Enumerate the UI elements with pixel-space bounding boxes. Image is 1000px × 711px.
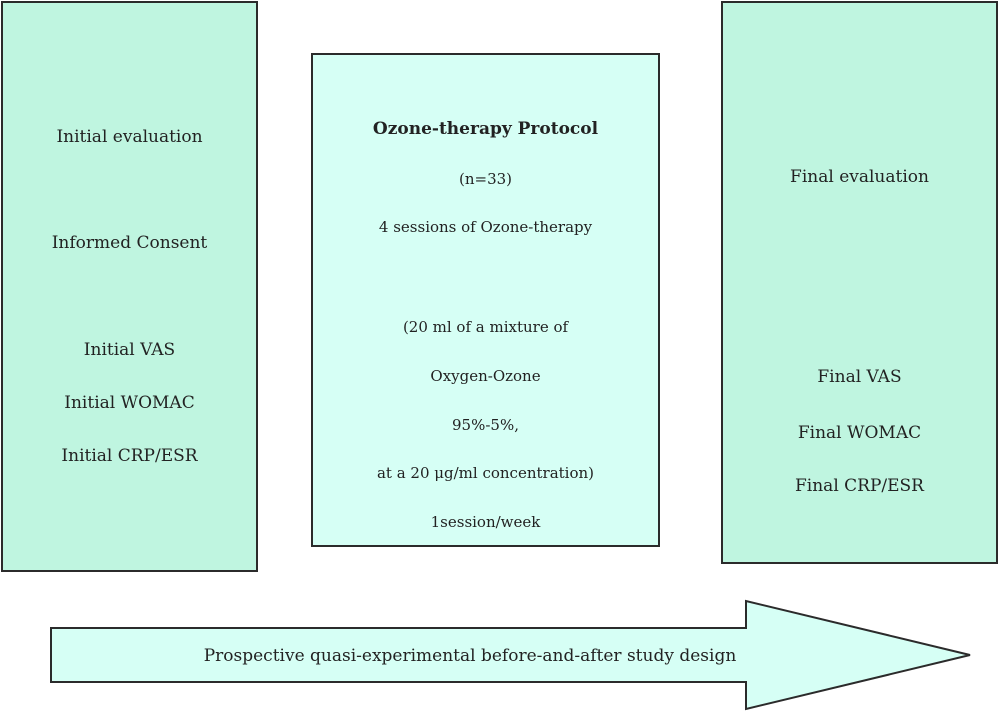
initial-evaluation-box: Initial evaluation Informed Consent Init… — [1, 1, 258, 572]
sessions-label: 4 sessions of Ozone-therapy — [378, 218, 593, 236]
final-womac-label: Final WOMAC — [797, 423, 922, 443]
arrow-shape — [50, 599, 971, 711]
initial-evaluation-label: Initial evaluation — [56, 127, 203, 147]
study-design-label: Prospective quasi-experimental before-an… — [203, 646, 737, 666]
final-evaluation-label: Final evaluation — [790, 167, 929, 187]
initial-vas-label: Initial VAS — [83, 340, 176, 360]
ozone-therapy-protocol-box: Ozone-therapy Protocol (n=33) 4 sessions… — [311, 53, 660, 547]
initial-crp-esr-label: Initial CRP/ESR — [61, 446, 198, 466]
final-crp-esr-label: Final CRP/ESR — [795, 476, 924, 496]
concentration-label: at a 20 μg/ml concentration) — [376, 464, 595, 482]
ratio-label: 95%-5%, — [452, 416, 519, 434]
initial-womac-label: Initial WOMAC — [64, 393, 195, 413]
sample-size-label: (n=33) — [458, 170, 513, 188]
final-evaluation-box: Final evaluation Final VAS Final WOMAC F… — [721, 1, 998, 564]
frequency-label: 1session/week — [430, 513, 541, 531]
informed-consent-label: Informed Consent — [51, 233, 208, 253]
mixture-label: (20 ml of a mixture of — [402, 318, 569, 336]
protocol-title: Ozone-therapy Protocol — [372, 119, 599, 139]
final-vas-label: Final VAS — [817, 367, 902, 387]
oxygen-ozone-label: Oxygen-Ozone — [430, 367, 541, 385]
